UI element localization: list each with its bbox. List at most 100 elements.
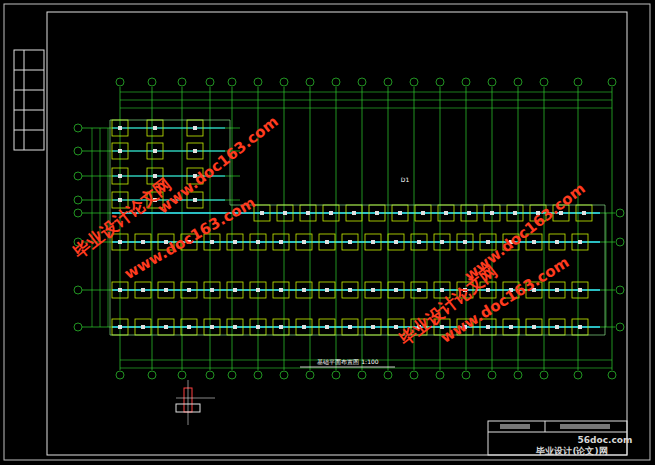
- column: [555, 240, 559, 244]
- axis-bubble: [488, 78, 496, 86]
- axis-bubble: [178, 371, 186, 379]
- label-text: 56doc.com: [578, 436, 633, 446]
- axis-bubble: [514, 371, 522, 379]
- footing-pad: [227, 319, 243, 335]
- axis-bubble: [462, 78, 470, 86]
- footing-pad: [250, 282, 266, 298]
- outer-frame: [4, 4, 650, 460]
- column: [233, 288, 237, 292]
- column: [210, 325, 214, 329]
- column: [118, 240, 122, 244]
- column: [187, 325, 191, 329]
- column: [141, 240, 145, 244]
- footing-pad: [204, 319, 220, 335]
- strip-line: [24, 50, 25, 150]
- column: [348, 325, 352, 329]
- inner-frame: [47, 12, 627, 455]
- footing-pad: [388, 282, 404, 298]
- column: [578, 288, 582, 292]
- column: [440, 240, 444, 244]
- column: [486, 240, 490, 244]
- dimension-line: [120, 108, 612, 109]
- column: [141, 325, 145, 329]
- footing-pad: [112, 319, 128, 335]
- strip-line: [14, 110, 44, 111]
- footing-pad: [411, 234, 427, 250]
- title-underline: [300, 367, 395, 368]
- column: [444, 211, 448, 215]
- column: [279, 325, 283, 329]
- column: [256, 325, 260, 329]
- footing-pad: [181, 319, 197, 335]
- column: [302, 240, 306, 244]
- column: [532, 240, 536, 244]
- ground-beam: [112, 326, 600, 328]
- ground-beam: [112, 150, 225, 151]
- footing-pad: [549, 234, 565, 250]
- footing-pad: [572, 319, 588, 335]
- title-cell: [500, 424, 530, 429]
- axis-bubble: [574, 78, 582, 86]
- footing-pad: [158, 282, 174, 298]
- axis-bubble: [410, 371, 418, 379]
- column: [118, 198, 122, 202]
- grid-axis: [82, 128, 240, 129]
- column: [394, 325, 398, 329]
- column: [371, 288, 375, 292]
- axis-bubble: [332, 371, 340, 379]
- column: [118, 288, 122, 292]
- strip-line: [14, 130, 44, 131]
- column: [153, 149, 157, 153]
- footing-pad: [227, 282, 243, 298]
- column: [348, 240, 352, 244]
- footing-pad: [135, 319, 151, 335]
- column: [490, 211, 494, 215]
- footing-pad: [112, 120, 128, 136]
- axis-bubble: [74, 124, 82, 132]
- column: [578, 240, 582, 244]
- column: [283, 211, 287, 215]
- footing-pad: [181, 282, 197, 298]
- footing-pad: [147, 143, 163, 159]
- axis-bubble: [74, 323, 82, 331]
- binding-strip: [14, 50, 44, 150]
- column: [371, 325, 375, 329]
- axis-bubble: [74, 286, 82, 294]
- footing-pad: [227, 234, 243, 250]
- footing-pad: [572, 282, 588, 298]
- axis-bubble: [148, 78, 156, 86]
- axis-bubble: [74, 196, 82, 204]
- footing-pad: [250, 234, 266, 250]
- column: [193, 126, 197, 130]
- column: [467, 211, 471, 215]
- axis-bubble: [514, 78, 522, 86]
- column: [352, 211, 356, 215]
- column: [532, 325, 536, 329]
- detail-line: [188, 380, 189, 425]
- axis-bubble: [616, 323, 624, 331]
- footing-pad: [296, 319, 312, 335]
- column: [513, 211, 517, 215]
- footing-pad: [438, 205, 454, 221]
- axis-bubble: [384, 78, 392, 86]
- footing-pad: [342, 234, 358, 250]
- column: [302, 288, 306, 292]
- footing-pad: [365, 234, 381, 250]
- column: [164, 288, 168, 292]
- dimension-line: [92, 128, 93, 327]
- column: [187, 288, 191, 292]
- axis-bubble: [116, 78, 124, 86]
- column: [193, 198, 197, 202]
- axis-bubble: [462, 371, 470, 379]
- footing-pad: [296, 234, 312, 250]
- axis-bubble: [306, 371, 314, 379]
- ground-beam: [112, 127, 225, 128]
- column: [193, 149, 197, 153]
- column: [118, 325, 122, 329]
- footing-pad: [112, 143, 128, 159]
- axis-bubble: [410, 78, 418, 86]
- axis-bubble: [306, 78, 314, 86]
- footing-pad: [549, 282, 565, 298]
- column: [440, 288, 444, 292]
- detail-line: [176, 398, 215, 399]
